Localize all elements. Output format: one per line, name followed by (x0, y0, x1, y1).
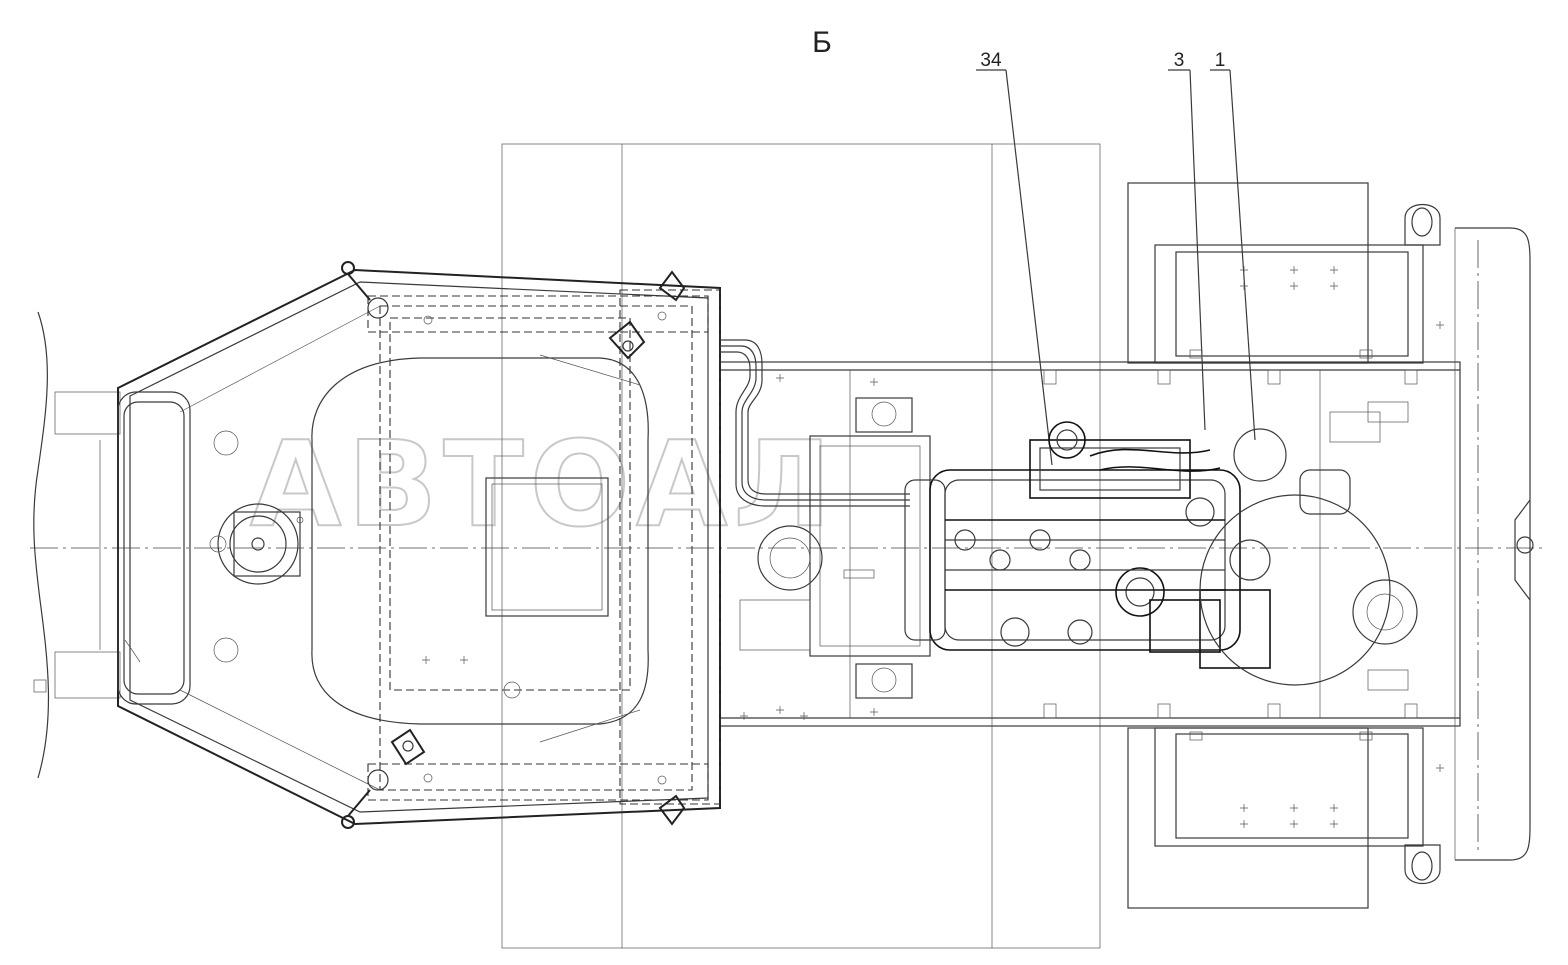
view-label: Б (812, 26, 832, 59)
hose-bundle (720, 339, 910, 507)
callout-34-label: 34 (980, 50, 1002, 71)
tank-top (1127, 182, 1424, 364)
cab-hinges (658, 270, 686, 826)
callout-34: 34 (976, 50, 1053, 466)
tank-bottom (1127, 727, 1424, 909)
chassis-frame (719, 361, 1461, 727)
rear-bumper (1404, 204, 1534, 884)
frame-bolts (1043, 369, 1418, 719)
callout-1-label: 1 (1215, 50, 1226, 71)
cross-markers (422, 266, 1444, 828)
rear-components (1199, 401, 1418, 691)
platform-outline (501, 143, 1101, 949)
callout-3: 3 (1168, 50, 1206, 431)
engine-block (904, 421, 1287, 669)
front-components (739, 397, 931, 699)
cab-body (117, 261, 721, 829)
callout-1: 1 (1210, 50, 1256, 441)
callout-3-label: 3 (1174, 50, 1185, 71)
front-left-outline (33, 311, 141, 779)
